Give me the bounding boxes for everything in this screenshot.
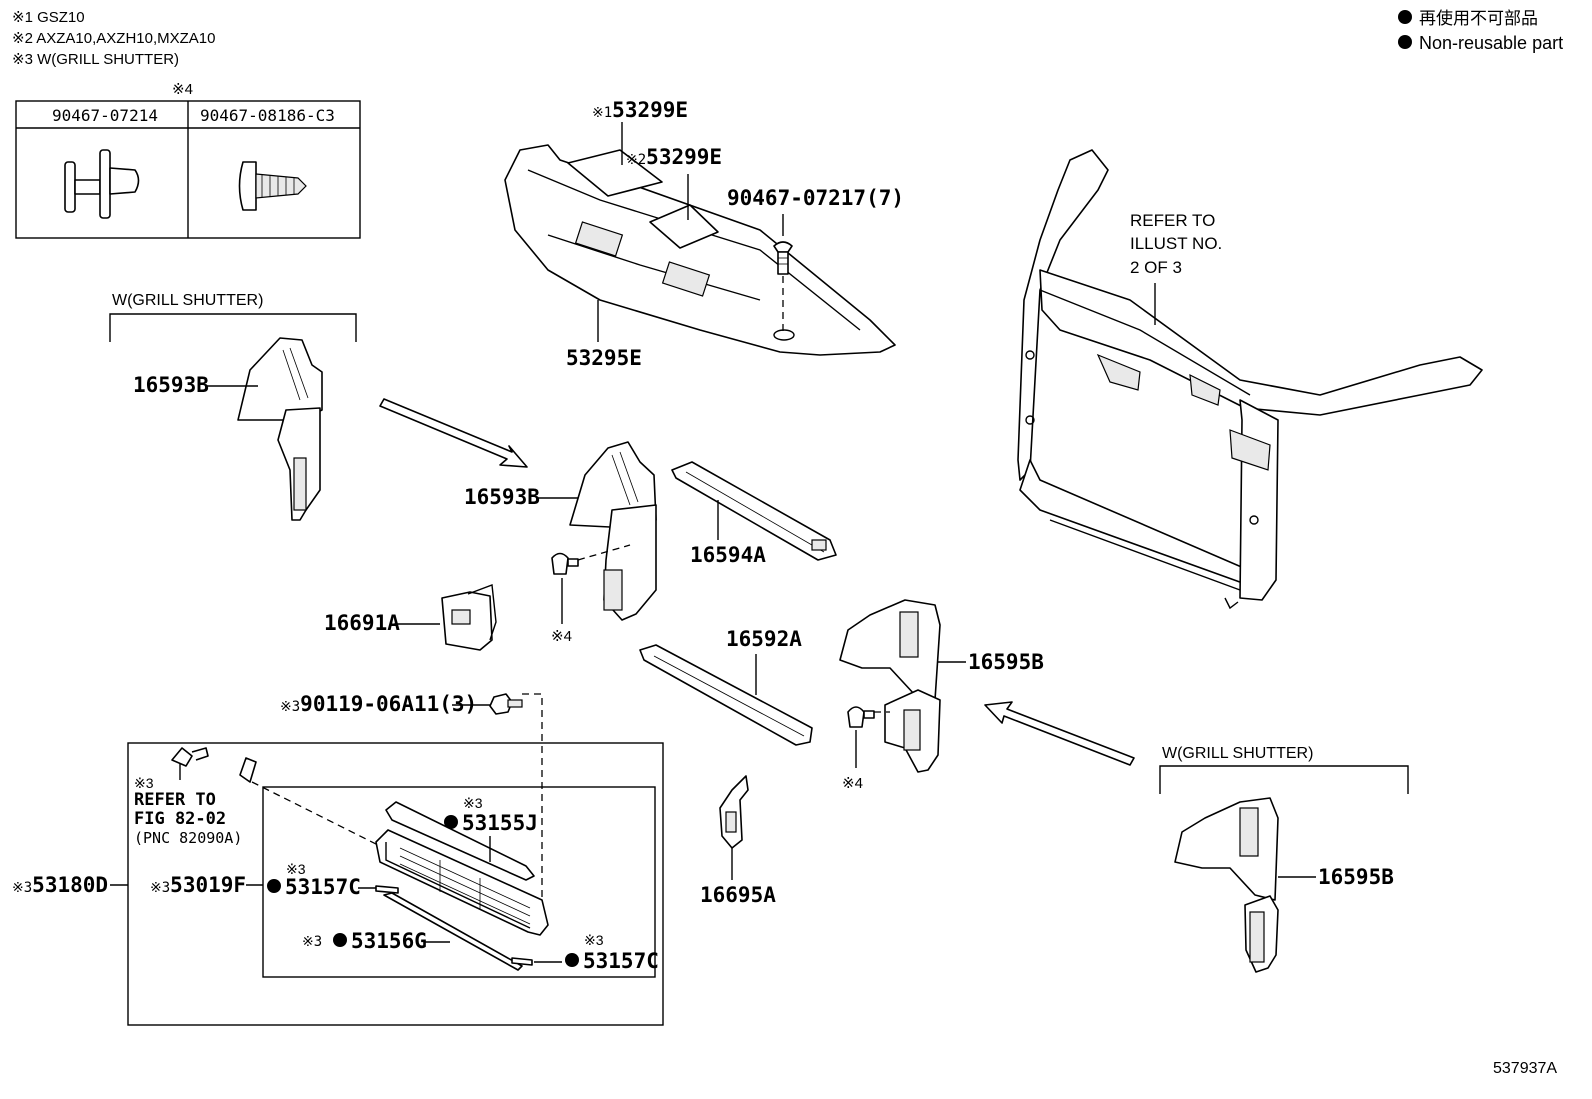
seal-16593b-mid-drawing — [569, 441, 657, 621]
seal-53155j-drawing — [385, 801, 535, 881]
illustration-id: 537937A — [1493, 1060, 1557, 1077]
refer-to-line3: 2 OF 3 — [1130, 258, 1182, 277]
p53157c-1-mark: ※3 — [286, 861, 306, 877]
label-16594a: 16594A — [690, 543, 766, 567]
refer-fig-line1: REFER TO — [134, 790, 216, 810]
p53299e-1-mark: ※1 — [592, 105, 612, 121]
grill-shutter-assembly-box — [127, 742, 664, 1026]
svg-text:※390119-06A11(3): ※390119-06A11(3) — [280, 692, 477, 716]
actuator-piece-drawing — [239, 757, 257, 783]
label-16595b-right: 16595B — [1318, 865, 1394, 889]
legend-en: Non-reusable part — [1419, 33, 1563, 53]
pad-53299e-1 — [567, 149, 663, 197]
p90119-mark: ※3 — [280, 699, 300, 715]
refer-fig-line3: (PNC 82090A) — [134, 829, 242, 847]
svg-text:※153299E: ※153299E — [592, 98, 688, 122]
seal-16593b-left-drawing — [237, 337, 323, 521]
direction-arrow-icon — [984, 701, 1135, 766]
label-53299e-2: 53299E — [646, 145, 722, 169]
seal-16595b-mid-drawing — [839, 599, 941, 773]
left-grill-group-title: W(GRILL SHUTTER) — [112, 292, 263, 309]
label-16592a: 16592A — [726, 627, 802, 651]
label-53299e-1: 53299E — [612, 98, 688, 122]
label-53157c-1: 53157C — [285, 875, 361, 899]
pin-53157c-2-drawing — [511, 957, 533, 966]
label-90467-07217: 90467-07217(7) — [727, 186, 904, 210]
shutter-unit-drawing — [375, 829, 549, 936]
label-53180d: 53180D — [32, 873, 108, 897]
pin-53157c-1-drawing — [375, 885, 399, 894]
applicability-notes: ※1 GSZ10 ※2 AXZA10,AXZH10,MXZA10 ※3 W(GR… — [12, 9, 216, 68]
p53157c-2-mark: ※3 — [584, 932, 604, 948]
label-90119-06a11: 90119-06A11(3) — [300, 692, 477, 716]
label-53157c-2: 53157C — [583, 949, 659, 973]
clip-90467-07217-icon — [773, 241, 793, 275]
non-reusable-dot-icon — [267, 879, 281, 893]
fastener-col1-header: 90467-07214 — [52, 106, 158, 125]
fastener-table: ※4 90467-07214 90467-08186-C3 — [15, 81, 361, 239]
baffle-16594a-drawing — [671, 461, 837, 561]
non-reusable-dot-icon — [1398, 10, 1412, 24]
svg-text:※253299E: ※253299E — [626, 145, 722, 169]
label-16593b-left: 16593B — [133, 373, 209, 397]
clip-right-note: ※4 — [842, 775, 863, 792]
baffle-16592a-drawing — [639, 644, 813, 746]
non-reusable-dot-icon — [444, 815, 458, 829]
non-reusable-dot-icon — [565, 953, 579, 967]
radiator-support-frame — [1017, 149, 1483, 610]
right-grill-group-title: W(GRILL SHUTTER) — [1162, 745, 1313, 762]
fastener-table-note: ※4 — [172, 81, 193, 98]
label-16593b-mid: 16593B — [464, 485, 540, 509]
refer-to-line2: ILLUST NO. — [1130, 234, 1222, 253]
connector-drawing — [171, 747, 209, 767]
label-53155j: 53155J — [462, 811, 538, 835]
push-clip-icon — [64, 149, 140, 219]
note-2: ※2 AXZA10,AXZH10,MXZA10 — [12, 30, 216, 47]
refer-fig-mark: ※3 — [134, 775, 154, 791]
clip-right-icon — [847, 706, 875, 728]
clip-mid-note: ※4 — [551, 628, 572, 645]
label-53156g: 53156G — [351, 929, 427, 953]
non-reusable-dot-icon — [333, 933, 347, 947]
direction-arrow-icon — [379, 398, 528, 468]
bracket-16695a-drawing — [719, 775, 749, 849]
label-16595b-mid: 16595B — [968, 650, 1044, 674]
label-53295e: 53295E — [566, 346, 642, 370]
svg-text:※353180D: ※353180D — [12, 873, 108, 897]
note-3: ※3 W(GRILL SHUTTER) — [12, 51, 179, 68]
legend: 再使用不可部品 Non-reusable part — [1398, 8, 1563, 53]
legend-jp: 再使用不可部品 — [1419, 8, 1538, 28]
svg-text:※3: ※3 — [302, 934, 322, 950]
label-53019f: 53019F — [170, 873, 246, 897]
refer-to-line1: REFER TO — [1130, 211, 1215, 230]
p53019f-mark: ※3 — [150, 880, 170, 896]
label-16695a: 16695A — [700, 883, 776, 907]
non-reusable-dot-icon — [1398, 35, 1412, 49]
refer-fig-line2: FIG 82-02 — [134, 809, 226, 829]
p53155j-mark: ※3 — [463, 795, 483, 811]
bolt-90119-icon — [489, 693, 523, 715]
p53180d-mark: ※3 — [12, 880, 32, 896]
p53299e-2-mark: ※2 — [626, 152, 646, 168]
pad-53299e-2 — [649, 204, 719, 249]
seal-53156g-drawing — [383, 892, 523, 971]
fastener-col2-header: 90467-08186-C3 — [200, 106, 335, 125]
clip-mid-icon — [551, 552, 579, 575]
p53156g-mark: ※3 — [302, 934, 322, 950]
svg-text:※353019F: ※353019F — [150, 873, 246, 897]
screw-grommet-icon — [238, 161, 307, 211]
label-16691a: 16691A — [324, 611, 400, 635]
note-1: ※1 GSZ10 — [12, 9, 85, 26]
radiator-support-upper-cover — [504, 144, 896, 356]
bracket-16691a-drawing — [441, 584, 497, 651]
seal-16595b-right-drawing — [1174, 797, 1279, 973]
